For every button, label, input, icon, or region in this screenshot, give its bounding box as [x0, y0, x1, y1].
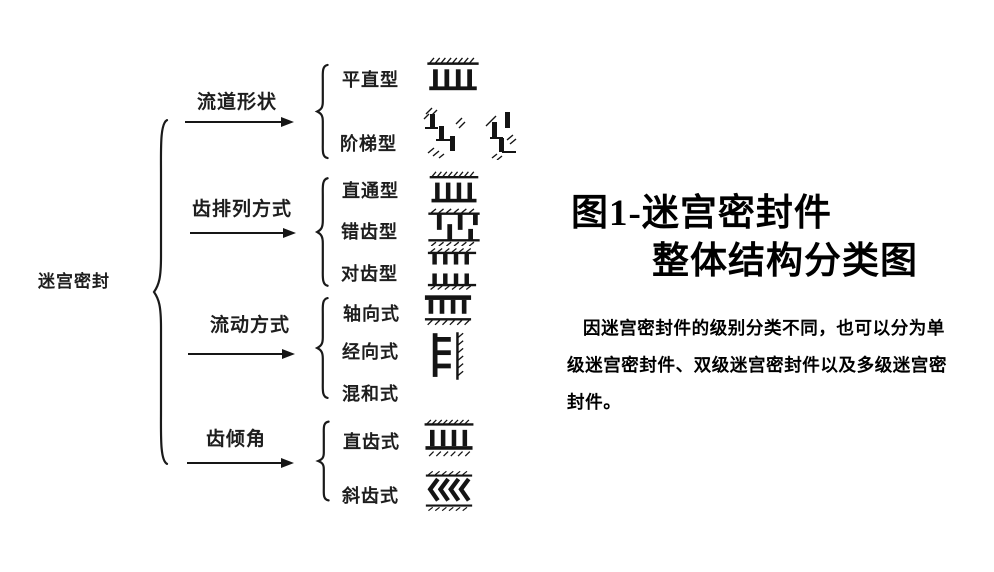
subtype-label-radial: 经向式 — [342, 342, 399, 363]
axial-flow-seal-icon — [424, 295, 472, 326]
figure-title-line1: 图1-迷宫密封件 — [571, 193, 832, 234]
subtype-label-through: 直通型 — [342, 181, 399, 202]
figure-title-line2: 整体结构分类图 — [652, 241, 918, 282]
subtype-label-opposed: 对齿型 — [341, 264, 398, 285]
subtype-label-stepped: 阶梯型 — [340, 134, 397, 155]
caption-line-3: 封件。 — [567, 392, 622, 412]
straight-channel-seal-icon — [427, 57, 479, 91]
opposed-teeth-seal-icon — [427, 247, 477, 291]
radial-flow-seal-icon — [432, 332, 464, 380]
brace-teeth-arrangement — [314, 176, 330, 288]
subtype-label-mixed: 混和式 — [342, 384, 399, 405]
stepped-channel-seal-icon-alt — [485, 112, 517, 160]
root-label: 迷宫密封 — [38, 272, 110, 292]
caption-line-2: 级迷宫密封件、双级迷宫密封件以及多级迷宫密 — [567, 355, 948, 375]
brace-tooth-angle — [315, 420, 331, 502]
arrow-teeth-arrangement — [190, 227, 296, 238]
brace-flow-mode — [314, 296, 330, 400]
main-brace — [150, 113, 170, 471]
subtype-label-straight-tooth: 直齿式 — [343, 432, 400, 453]
arrow-flow-mode — [188, 348, 295, 359]
category-label-tooth-angle: 齿倾角 — [206, 428, 267, 450]
arrow-tooth-angle — [187, 457, 294, 468]
category-label-teeth-arrangement: 齿排列方式 — [192, 198, 293, 220]
subtype-label-inclined-tooth: 斜齿式 — [342, 486, 399, 507]
stepped-channel-seal-icon — [423, 107, 466, 159]
subtype-label-flat-straight: 平直型 — [342, 70, 399, 91]
inclined-tooth-seal-icon — [425, 470, 473, 512]
subtype-label-axial: 轴向式 — [343, 304, 400, 325]
category-label-flow-mode: 流动方式 — [210, 314, 291, 336]
straight-tooth-seal-icon — [424, 419, 474, 457]
staggered-teeth-seal-icon — [428, 208, 480, 246]
arrow-channel-shape — [185, 116, 294, 127]
caption-line-1: 因迷宫密封件的级别分类不同，也可以分为单 — [583, 318, 945, 338]
subtype-label-staggered: 错齿型 — [341, 222, 398, 243]
through-teeth-seal-icon — [429, 171, 479, 203]
brace-channel-shape — [314, 63, 330, 160]
category-label-channel-shape: 流道形状 — [197, 91, 278, 113]
